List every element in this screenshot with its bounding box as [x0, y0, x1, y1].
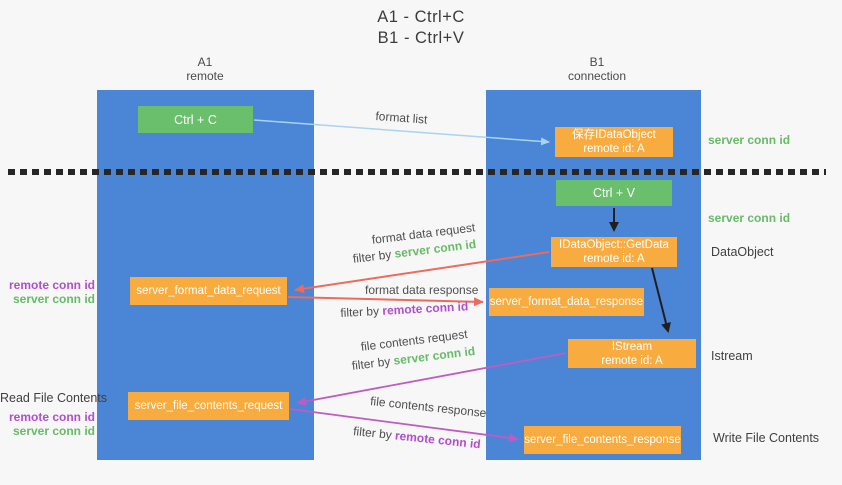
file-contents-response-label: file contents response — [369, 394, 488, 421]
remote-conn-id-annotation: remote conn id — [8, 278, 95, 292]
lane-b1-name: B1 — [589, 55, 605, 69]
server-conn-id-annotation-mid: server conn id — [708, 211, 791, 225]
server-format-data-response-box: server_format_data_response — [489, 288, 644, 316]
save-idataobject-box: 保存IDataObject remote id: A — [555, 127, 673, 157]
filter-by-text: filter by — [351, 354, 392, 373]
dashed-divider — [8, 169, 826, 175]
diagram-title: A1 - Ctrl+C B1 - Ctrl+V — [0, 7, 842, 49]
format-list-label: format list — [375, 109, 428, 127]
write-file-contents-annotation: Write File Contents — [713, 431, 820, 445]
server-format-data-request-label: server_format_data_request — [136, 285, 281, 297]
format-data-response-label: format data response — [365, 283, 479, 297]
server-format-data-request-box: server_format_data_request — [130, 277, 287, 305]
title-line-2: B1 - Ctrl+V — [377, 29, 465, 47]
remote-conn-id-text: remote conn id — [381, 299, 469, 318]
server-file-contents-response-box: server_file_contents_response — [524, 426, 681, 454]
format-request-conn-ids: remote conn id server conn id — [0, 278, 95, 306]
filter-by-text: filter by — [340, 303, 380, 320]
server-conn-id-annotation: server conn id — [12, 424, 95, 438]
remote-conn-id-text: remote conn id — [394, 428, 482, 452]
lane-a1-subtitle: remote — [186, 69, 224, 83]
server-file-contents-response-label: server_file_contents_response — [524, 434, 681, 446]
filter-by-text: filter by — [352, 247, 393, 266]
file-contents-response-filter-label: filter by remote conn id — [353, 424, 482, 451]
istream-title: IStream — [611, 340, 653, 353]
save-idataobject-title: 保存IDataObject — [572, 129, 656, 141]
server-conn-id-annotation-top: server conn id — [708, 133, 791, 147]
getdata-title: IDataObject::GetData — [559, 239, 669, 251]
getdata-box: IDataObject::GetData remote id: A — [551, 237, 677, 267]
read-file-contents-annotation: Read File Contents — [0, 391, 108, 405]
istream-box: IStream remote id: A — [568, 339, 696, 368]
lane-a1-name: A1 — [197, 55, 213, 69]
ctrl-v-label: Ctrl + V — [592, 186, 636, 200]
server-file-contents-request-box: server_file_contents_request — [128, 392, 289, 420]
save-idataobject-subtitle: remote id: A — [583, 143, 645, 155]
ctrl-c-box: Ctrl + C — [138, 106, 253, 133]
lane-b1-subtitle: connection — [567, 69, 627, 83]
read-file-contents-group: Read File Contents remote conn id server… — [0, 391, 108, 438]
lane-header-a1: A1 remote — [160, 55, 250, 83]
remote-conn-id-annotation: remote conn id — [8, 410, 95, 424]
server-format-data-response-label: server_format_data_response — [489, 296, 644, 308]
istream-subtitle: remote id: A — [601, 354, 663, 367]
istream-annotation: Istream — [711, 349, 753, 363]
dataobject-annotation: DataObject — [711, 245, 774, 259]
ctrl-c-label: Ctrl + C — [174, 112, 217, 127]
filter-by-text: filter by — [352, 424, 393, 442]
lane-header-b1: B1 connection — [552, 55, 642, 83]
format-data-response-filter-label: filter by remote conn id — [340, 299, 469, 320]
title-line-1: A1 - Ctrl+C — [377, 8, 465, 26]
server-conn-id-annotation: server conn id — [12, 292, 95, 306]
server-file-contents-request-label: server_file_contents_request — [134, 400, 283, 412]
getdata-subtitle: remote id: A — [583, 253, 645, 265]
ctrl-v-box: Ctrl + V — [556, 180, 672, 206]
